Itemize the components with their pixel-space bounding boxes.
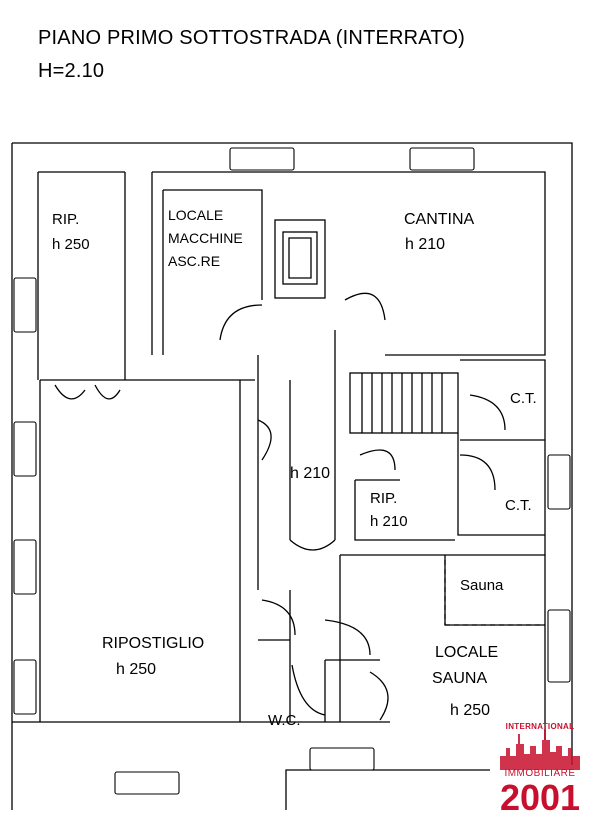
plan-height: H=2.10 xyxy=(38,60,105,82)
corridor-height: h 210 xyxy=(290,465,331,482)
rip-left-height: h 250 xyxy=(52,236,90,253)
door-swing-cantina xyxy=(344,292,386,321)
top-block-inner xyxy=(162,189,263,355)
door-swing-sauna xyxy=(324,619,371,656)
locale-sauna-line1: LOCALE xyxy=(435,644,499,661)
door-swing-wc2 xyxy=(261,599,296,636)
ct-walls xyxy=(457,359,546,555)
cantina-height: h 210 xyxy=(405,236,446,253)
locale-macchine-line2: MACCHINE xyxy=(168,230,243,246)
skyline-icon xyxy=(500,730,580,770)
plan-title: PIANO PRIMO SOTTOSTRADA (INTERRATO) xyxy=(38,27,466,49)
door-swing-locale-sauna xyxy=(369,671,389,721)
wc-name: W.C. xyxy=(268,712,301,729)
rip-left-walls xyxy=(37,171,126,380)
logo-number: 2001 xyxy=(499,777,581,818)
locale-sauna-line2: SAUNA xyxy=(432,670,488,687)
top-block-outer xyxy=(151,171,546,356)
stair-steps xyxy=(361,373,443,433)
rip-center-name: RIP. xyxy=(370,490,398,507)
cantina-name: CANTINA xyxy=(404,211,475,228)
door-swing-ct2 xyxy=(459,454,496,491)
locale-sauna-height: h 250 xyxy=(450,702,491,719)
windows xyxy=(13,147,571,795)
rip-center-height: h 210 xyxy=(370,513,408,530)
ripostiglio-name: RIPOSTIGLIO xyxy=(102,635,205,652)
ripostiglio-walls xyxy=(39,379,255,722)
corridor-curve xyxy=(289,539,336,551)
bottom-right-wall xyxy=(285,769,490,810)
stairs xyxy=(349,372,459,434)
door-swing-ct1 xyxy=(469,394,506,431)
elevator-lines xyxy=(288,237,312,279)
sauna-name: Sauna xyxy=(460,577,504,594)
door-swing-left-rip xyxy=(54,384,121,400)
ct-bottom-name: C.T. xyxy=(505,497,532,514)
ct-top-name: C.T. xyxy=(510,390,537,407)
outer-wall xyxy=(11,142,573,810)
wc-walls xyxy=(258,590,380,722)
ripostiglio-height: h 250 xyxy=(116,661,157,678)
logo-top-text: INTERNATIONAL xyxy=(505,722,575,731)
rip-left-name: RIP. xyxy=(52,211,80,228)
agency-logo: INTERNATIONAL IMMOBILIARE 2001 xyxy=(494,722,586,822)
rip-center-walls xyxy=(354,479,455,541)
door-swing-corridor xyxy=(257,419,272,461)
elevator-outer xyxy=(274,219,326,299)
locale-macchine-line1: LOCALE xyxy=(168,207,224,223)
door-swing-rip-center xyxy=(359,449,396,471)
door-swing-macchine xyxy=(219,304,263,341)
elevator-inner xyxy=(282,231,318,285)
logo-middle-text: IMMOBILIARE xyxy=(504,768,576,779)
corridor-walls xyxy=(257,330,336,590)
locale-macchine-line3: ASC.RE xyxy=(168,253,221,269)
door-swing-wc xyxy=(291,664,326,716)
